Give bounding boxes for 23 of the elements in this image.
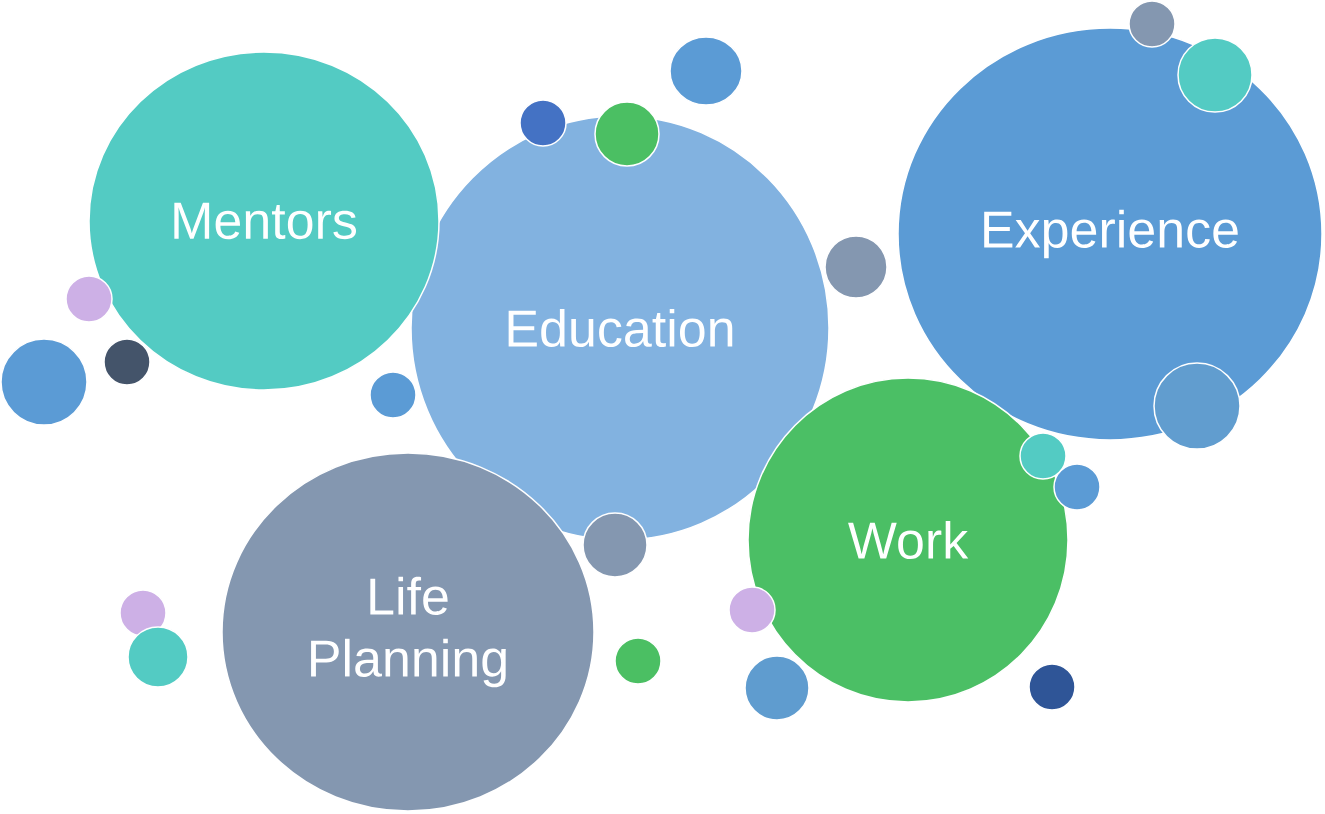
small-bubble	[1028, 663, 1076, 711]
small-bubble	[519, 99, 567, 147]
small-bubble	[127, 626, 189, 688]
small-bubble	[1053, 463, 1101, 511]
small-bubble	[0, 338, 88, 426]
small-bubble	[582, 512, 648, 578]
small-bubble	[1153, 362, 1241, 450]
small-bubble	[824, 235, 888, 299]
small-bubble	[728, 586, 776, 634]
small-bubble	[594, 101, 660, 167]
small-bubble	[103, 338, 151, 386]
bubble: Work	[747, 377, 1069, 703]
small-bubble	[119, 589, 167, 637]
bubble: Life Planning	[221, 452, 595, 812]
bubble: Experience	[897, 27, 1323, 441]
small-bubble	[65, 275, 113, 323]
bubble: Education	[410, 115, 830, 541]
small-bubble	[744, 655, 810, 721]
small-bubble	[1128, 0, 1176, 48]
small-bubble	[369, 371, 417, 419]
small-bubble	[669, 36, 743, 106]
bubble: Mentors	[88, 51, 440, 391]
small-bubble	[614, 637, 662, 685]
